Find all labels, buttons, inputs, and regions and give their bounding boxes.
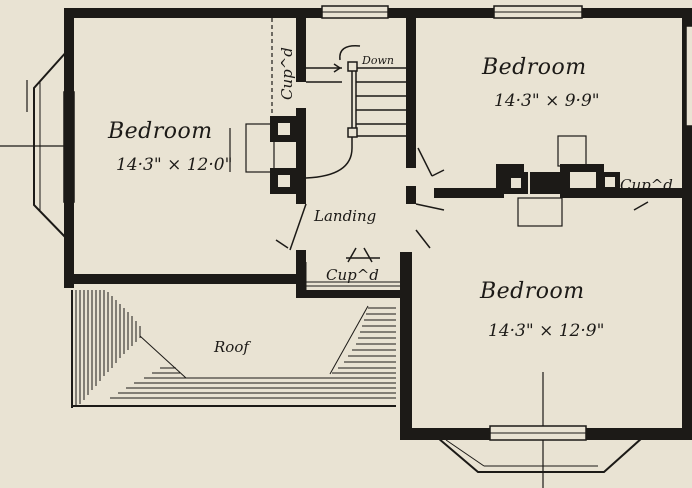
chimney-flues: [270, 116, 620, 194]
room-size-bedroom-lower: 14·3" × 12·9": [488, 321, 604, 341]
room-size-bedroom-left: 14·3" × 12·0": [116, 155, 232, 175]
room-name-bedroom-lower: Bedroom: [479, 279, 585, 304]
door-swings: [275, 147, 649, 263]
staircase: [305, 45, 406, 179]
cupboard-lower: [305, 262, 400, 292]
roof-label: Roof: [213, 338, 251, 356]
cupboard-label-left: Cup^d: [278, 47, 296, 100]
top-windows: [321, 5, 692, 441]
landing-label: Landing: [313, 207, 376, 225]
room-name-bedroom-left: Bedroom: [107, 119, 213, 144]
chimney-breasts: [245, 123, 587, 227]
room-name-bedroom-upper: Bedroom: [481, 55, 587, 80]
cupboard-label-right: Cup^d: [620, 176, 673, 194]
bay-window-left: [33, 49, 69, 241]
room-size-bedroom-upper: 14·3" × 9·9": [494, 91, 600, 111]
stair-down-label: Down: [361, 54, 394, 67]
roof-hatching: [71, 290, 396, 408]
cupboard-label-lower: Cup^d: [326, 266, 379, 284]
bay-window-bottom: [437, 437, 643, 473]
